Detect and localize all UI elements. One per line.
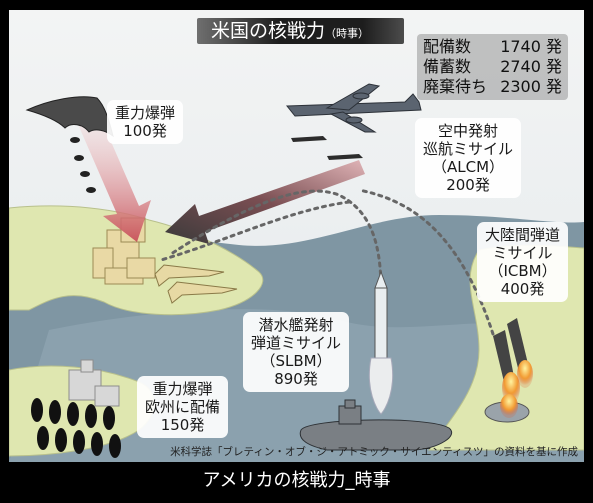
label-line: 重力爆弾 xyxy=(152,380,213,398)
label-line: 150発 xyxy=(160,416,205,434)
label-line: 890発 xyxy=(274,370,318,388)
target-buildings xyxy=(92,217,156,285)
label-line: （ALCM） xyxy=(431,158,505,176)
label-alcm: 空中発射 巡航ミサイル （ALCM） 200発 xyxy=(415,118,522,198)
label-line: 巡航ミサイル xyxy=(423,140,514,158)
image-caption: アメリカの核戦力_時事 xyxy=(202,470,391,491)
label-line: 空中発射 xyxy=(438,122,499,140)
label-line: 弾道ミサイル xyxy=(251,334,342,352)
label-line: 重力爆弾 xyxy=(115,104,176,122)
infographic-title: 米国の核戦力（時事） xyxy=(197,18,404,44)
b52-bomber xyxy=(285,83,422,133)
europe-facility xyxy=(68,359,120,407)
label-line: （SLBM） xyxy=(260,352,332,370)
label-line: ミサイル xyxy=(492,244,553,262)
label-line: 潜水艦発射 xyxy=(258,316,334,334)
icbm-launch xyxy=(484,318,533,423)
cruise-missiles xyxy=(291,136,363,160)
stat-label: 配備数 xyxy=(423,37,472,56)
fighter-jets xyxy=(154,264,238,304)
stat-value: 1740 発 xyxy=(500,37,562,56)
title-source-suffix: （時事） xyxy=(325,27,370,40)
stat-row-awaiting-dismantle: 廃棄待ち 2300 発 xyxy=(423,77,562,97)
stat-row-stockpiled: 備蓄数 2740 発 xyxy=(423,57,562,77)
infographic-panel: 米国の核戦力（時事） 配備数 1740 発 備蓄数 2740 発 廃棄待ち 23… xyxy=(9,10,584,462)
label-line: （ICBM） xyxy=(488,262,557,280)
bomber-drop-arrow xyxy=(77,114,151,242)
europe-bombs xyxy=(31,398,121,458)
label-line: 400発 xyxy=(500,280,545,298)
stat-value: 2300 発 xyxy=(500,77,562,96)
submarine xyxy=(299,399,452,451)
trajectories xyxy=(159,188,495,336)
label-slbm: 潜水艦発射 弾道ミサイル （SLBM） 890発 xyxy=(243,312,350,392)
source-credit: 米科学誌「ブレティン・オブ・ジ・アトミック・サイエンティスツ」の資料を基に作成 xyxy=(170,446,578,458)
label-icbm: 大陸間弾道 ミサイル （ICBM） 400発 xyxy=(477,222,569,302)
stat-label: 備蓄数 xyxy=(423,57,472,76)
stockpile-stats: 配備数 1740 発 備蓄数 2740 発 廃棄待ち 2300 発 xyxy=(417,34,568,100)
label-europe-gravity-bomb: 重力爆弾 欧州に配備 150発 xyxy=(137,376,229,438)
stealth-bomber xyxy=(25,96,114,138)
slbm-launch xyxy=(368,270,394,415)
stat-label: 廃棄待ち xyxy=(423,77,488,96)
stat-row-deployed: 配備数 1740 発 xyxy=(423,37,562,57)
title-main: 米国の核戦力 xyxy=(211,20,326,42)
stat-value: 2740 発 xyxy=(500,57,562,76)
label-gravity-bomb: 重力爆弾 100発 xyxy=(107,100,184,144)
label-line: 欧州に配備 xyxy=(145,398,221,416)
falling-bombs xyxy=(70,137,96,193)
label-line: 100発 xyxy=(123,122,167,140)
label-line: 200発 xyxy=(446,176,490,194)
label-line: 大陸間弾道 xyxy=(485,226,561,244)
